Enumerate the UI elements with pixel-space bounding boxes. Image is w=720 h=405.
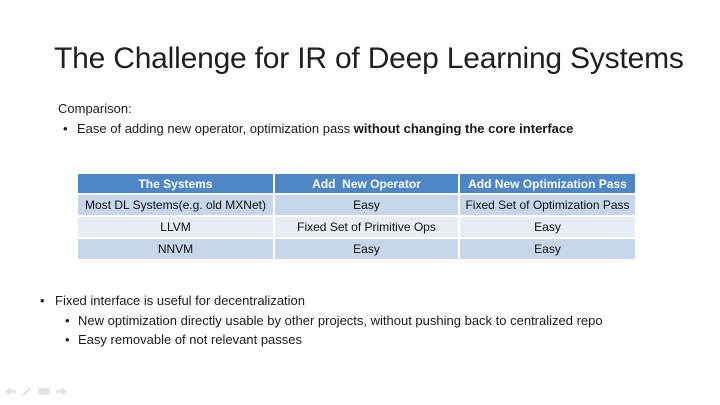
bullet-sub-text: Easy removable of not relevant passes bbox=[78, 332, 303, 347]
bullet-main-text: Fixed interface is useful for decentrali… bbox=[55, 293, 306, 308]
conclusion-bullets: • Fixed interface is useful for decentra… bbox=[40, 291, 603, 349]
table-cell: Easy bbox=[275, 239, 458, 259]
table-cell: LLVM bbox=[78, 217, 273, 237]
bullet-marker: • bbox=[65, 312, 70, 328]
table-cell: Easy bbox=[275, 195, 458, 215]
table-header-cell: The Systems bbox=[78, 174, 273, 193]
bullet-sub-text: New optimization directly usable by othe… bbox=[78, 312, 603, 328]
table-cell: Easy bbox=[460, 239, 635, 259]
table-cell: Easy bbox=[460, 217, 635, 237]
table-header-cell: Add New Optimization Pass bbox=[460, 174, 635, 193]
table-cell: NNVM bbox=[78, 239, 273, 259]
see-all-slides-icon[interactable] bbox=[38, 387, 50, 396]
comparison-heading: Comparison: bbox=[58, 101, 132, 116]
comparison-bullet: • Ease of adding new operator, optimizat… bbox=[63, 119, 573, 139]
table-cell: Fixed Set of Primitive Ops bbox=[275, 217, 458, 237]
bullet-item-sub: • New optimization directly usable by ot… bbox=[65, 311, 603, 330]
bullet-item-sub: • Easy removable of not relevant passes bbox=[65, 330, 603, 349]
next-slide-icon[interactable] bbox=[56, 387, 67, 396]
bullet-marker: • bbox=[63, 121, 68, 136]
slide-title: The Challenge for IR of Deep Learning Sy… bbox=[54, 42, 684, 75]
table-cell: Most DL Systems(e.g. old MXNet) bbox=[78, 195, 273, 215]
slideshow-nav-controls bbox=[5, 387, 67, 396]
table-header-cell: Add New Operator bbox=[275, 174, 458, 193]
pen-icon[interactable] bbox=[22, 387, 32, 396]
bullet-marker: • bbox=[65, 332, 70, 347]
previous-slide-icon[interactable] bbox=[5, 387, 16, 396]
table-cell: Fixed Set of Optimization Pass bbox=[460, 195, 635, 215]
bullet-marker: • bbox=[40, 293, 45, 308]
comparison-bullet-text: Ease of adding new operator, optimizatio… bbox=[77, 121, 354, 136]
bullet-item-main: • Fixed interface is useful for decentra… bbox=[40, 291, 603, 310]
comparison-bullet-text-bold: without changing the core interface bbox=[353, 121, 574, 136]
